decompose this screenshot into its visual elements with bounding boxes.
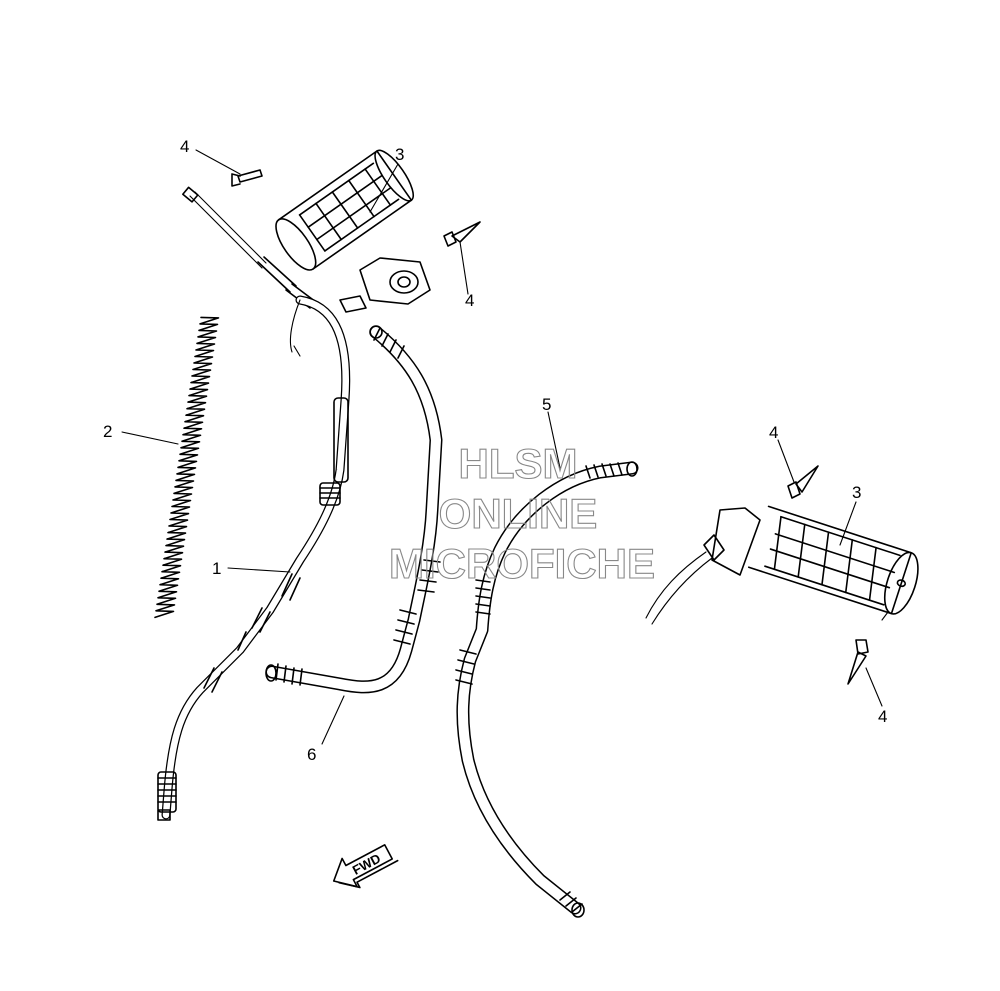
part-4-rivet-top-left[interactable]: [231, 169, 263, 187]
watermark-line-3: MICROFICHE: [389, 540, 655, 587]
fwd-direction-marker: FWD: [332, 844, 399, 889]
part-4-rivet-mid-left[interactable]: [443, 221, 481, 247]
callout-1: 1: [212, 559, 221, 578]
callout-6: 6: [307, 745, 316, 764]
watermark-line-2: ONLINE: [439, 490, 598, 537]
watermark-line-1: HLSM: [459, 440, 578, 487]
part-5-hose[interactable]: [455, 461, 639, 918]
part-3-left-grip[interactable]: [269, 145, 431, 313]
callout-4-top-left: 4: [180, 137, 189, 156]
callout-3-left: 3: [395, 145, 404, 164]
fwd-label: FWD: [350, 851, 383, 878]
part-3-right-grip[interactable]: [645, 505, 925, 625]
leader-lines: [121, 149, 883, 745]
callout-5: 5: [542, 395, 551, 414]
callout-4-mid-left: 4: [465, 291, 474, 310]
callout-2: 2: [103, 422, 112, 441]
part-4-rivet-bottom-right[interactable]: [847, 639, 869, 685]
part-6-hose[interactable]: [265, 325, 443, 694]
callout-4-bottom-right: 4: [878, 707, 887, 726]
watermark: HLSM ONLINE MICROFICHE: [388, 439, 655, 587]
callout-labels: 1 2 3 3 4 4 4 4 5 6: [103, 137, 887, 764]
callout-3-right: 3: [852, 483, 861, 502]
part-2-spring[interactable]: [154, 316, 220, 619]
callout-4-top-right: 4: [769, 423, 778, 442]
part-1-throttle-cable[interactable]: [157, 186, 351, 821]
part-4-rivet-top-right[interactable]: [787, 465, 819, 499]
